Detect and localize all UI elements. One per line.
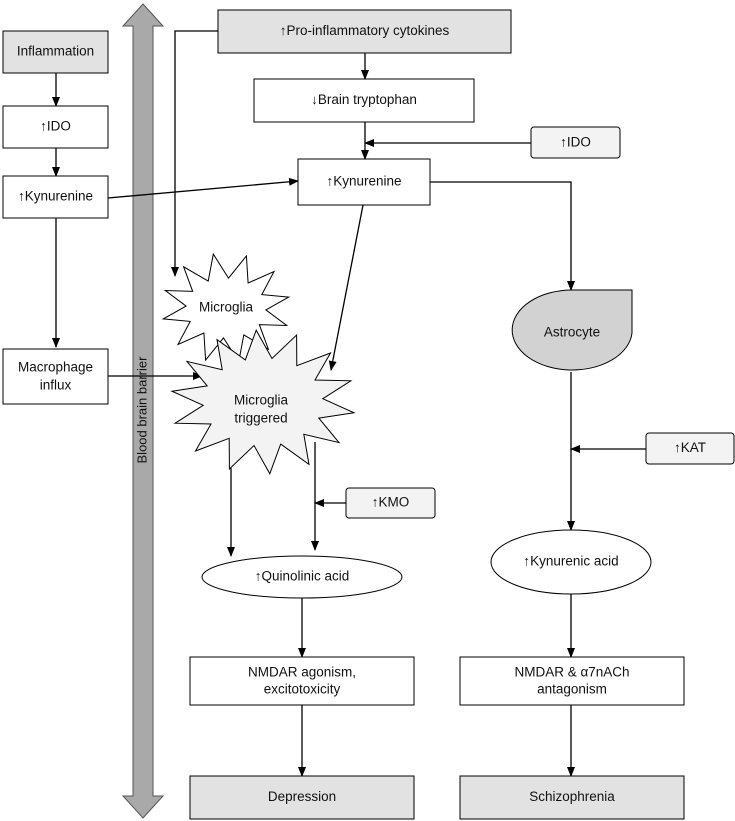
node-inflammation: Inflammation bbox=[2, 30, 109, 74]
svg-text:triggered: triggered bbox=[234, 411, 287, 426]
node-macrophage-influx: Macrophage influx bbox=[2, 348, 109, 405]
svg-text:Depression: Depression bbox=[268, 789, 336, 804]
node-ido-left: ↑IDO bbox=[2, 105, 109, 149]
node-kynurenine-center: ↑Kynurenine bbox=[297, 158, 431, 206]
node-schizophrenia: Schizophrenia bbox=[459, 775, 685, 820]
node-pro-inflammatory-cytokines: ↑Pro-inflammatory cytokines bbox=[217, 9, 512, 54]
arrow-kynurenine-to-microglia-triggered bbox=[328, 204, 364, 371]
arrow-kynurenine-to-astrocyte bbox=[430, 181, 575, 291]
node-kynurenic-acid: ↑Kynurenic acid bbox=[490, 529, 652, 595]
node-brain-tryptophan: ↓Brain tryptophan bbox=[253, 78, 475, 123]
svg-text:↑Kynurenine: ↑Kynurenine bbox=[326, 174, 401, 189]
blood-brain-barrier-label: Blood brain barrier bbox=[134, 356, 149, 464]
node-microglia-triggered: Microglia triggered bbox=[170, 329, 356, 475]
connectors bbox=[52, 30, 646, 777]
node-depression: Depression bbox=[189, 775, 415, 820]
arrow-cytokines-to-microglia bbox=[171, 30, 218, 277]
svg-text:Microglia: Microglia bbox=[234, 393, 289, 408]
svg-text:antagonism: antagonism bbox=[537, 682, 607, 697]
arrow-kynurenine-across-barrier bbox=[107, 177, 299, 199]
svg-text:NMDAR agonism,: NMDAR agonism, bbox=[248, 665, 356, 680]
blood-brain-barrier: Blood brain barrier bbox=[121, 3, 165, 819]
node-astrocyte: Astrocyte bbox=[511, 289, 633, 371]
svg-text:Astrocyte: Astrocyte bbox=[544, 325, 600, 340]
node-ido-right: ↑IDO bbox=[530, 126, 621, 159]
svg-text:↑KAT: ↑KAT bbox=[674, 440, 706, 455]
svg-text:↑Kynurenine: ↑Kynurenine bbox=[18, 189, 93, 204]
svg-text:NMDAR & α7nACh: NMDAR & α7nACh bbox=[514, 665, 629, 680]
svg-text:excitotoxicity: excitotoxicity bbox=[264, 682, 341, 697]
svg-text:Microglia: Microglia bbox=[199, 300, 254, 315]
svg-text:Inflammation: Inflammation bbox=[17, 44, 94, 59]
svg-text:↑IDO: ↑IDO bbox=[40, 119, 71, 134]
svg-text:↑Pro-inflammatory cytokines: ↑Pro-inflammatory cytokines bbox=[280, 23, 450, 38]
node-nmdar-agonism: NMDAR agonism, excitotoxicity bbox=[189, 656, 415, 706]
node-kmo: ↑KMO bbox=[345, 487, 436, 519]
svg-text:↑IDO: ↑IDO bbox=[560, 135, 591, 150]
svg-text:↑Kynurenic acid: ↑Kynurenic acid bbox=[523, 554, 618, 569]
node-quinolinic-acid: ↑Quinolinic acid bbox=[201, 555, 403, 599]
svg-text:Schizophrenia: Schizophrenia bbox=[529, 789, 615, 804]
node-kynurenine-left: ↑Kynurenine bbox=[2, 175, 109, 219]
svg-text:↓Brain tryptophan: ↓Brain tryptophan bbox=[311, 92, 417, 107]
svg-text:↑Quinolinic acid: ↑Quinolinic acid bbox=[255, 569, 350, 584]
node-nmdar-antagonism: NMDAR & α7nACh antagonism bbox=[459, 656, 685, 706]
svg-text:Macrophage: Macrophage bbox=[18, 360, 93, 375]
node-kat: ↑KAT bbox=[645, 432, 735, 465]
svg-text:↑KMO: ↑KMO bbox=[372, 495, 410, 510]
svg-text:influx: influx bbox=[40, 378, 72, 393]
